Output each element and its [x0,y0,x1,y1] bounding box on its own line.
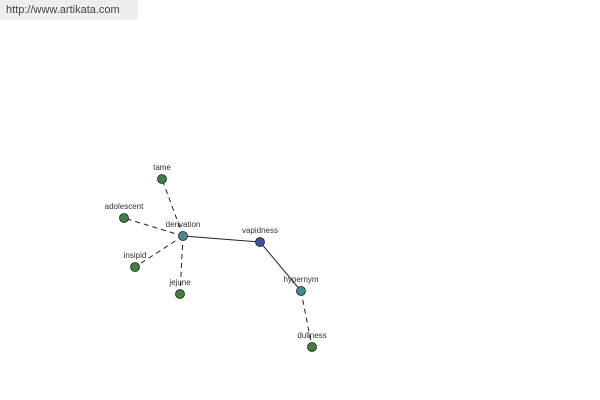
node-label-adolescent: adolescent [105,202,144,211]
edge-derivation-insipid [134,235,184,268]
node-derivation[interactable]: derivation [166,220,201,241]
node-circle-dullness[interactable] [307,342,317,352]
edge-derivation-tame [161,178,184,237]
edge-hypernym-dullness [300,290,313,348]
node-circle-hypernym[interactable] [296,286,306,296]
node-adolescent[interactable]: adolescent [105,202,144,223]
edge-derivation-adolescent [123,217,184,237]
node-circle-derivation[interactable] [178,231,188,241]
node-circle-tame[interactable] [157,174,167,184]
node-vapidness[interactable]: vapidness [242,226,278,247]
node-label-tame: tame [153,163,171,172]
node-circle-vapidness[interactable] [255,237,265,247]
node-insipid[interactable]: insipid [124,251,147,272]
node-label-jejune: jejune [168,278,191,287]
site-url-link[interactable]: http://www.artikata.com [0,0,138,20]
node-jejune[interactable]: jejune [168,278,191,299]
node-tame[interactable]: tame [153,163,171,184]
node-circle-adolescent[interactable] [119,213,129,223]
node-label-hypernym: hypernym [283,275,318,284]
node-label-vapidness: vapidness [242,226,278,235]
node-label-dullness: dullness [297,331,326,340]
node-label-derivation: derivation [166,220,201,229]
node-label-insipid: insipid [124,251,147,260]
node-circle-insipid[interactable] [130,262,140,272]
node-circle-jejune[interactable] [175,289,185,299]
edge-derivation-jejune [179,235,184,295]
graph-edges [123,178,313,348]
edge-vapidness-hypernym [259,241,302,292]
node-hypernym[interactable]: hypernym [283,275,319,296]
edge-vapidness-derivation [182,235,261,243]
node-dullness[interactable]: dullness [297,331,327,352]
graph-nodes: vapidness derivation hypernym tame adolescen… [105,163,327,352]
